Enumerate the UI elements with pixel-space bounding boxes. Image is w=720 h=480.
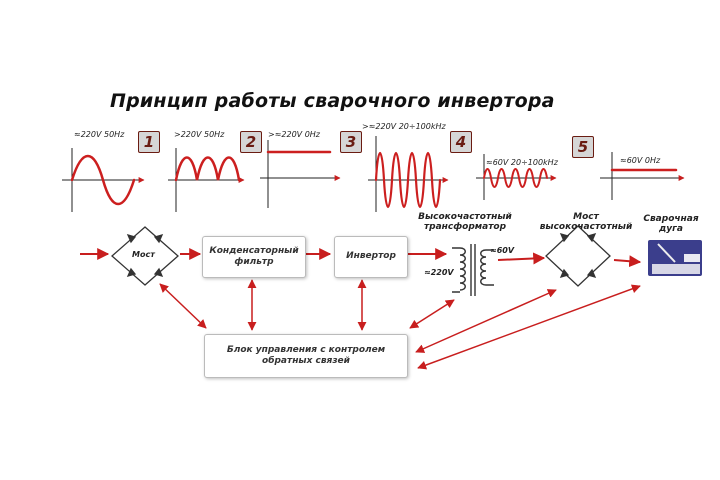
transformer-label: Высокочастотный трансформатор <box>418 212 512 233</box>
bridge-1-symbol <box>111 226 179 286</box>
transformer-output-voltage: ≈60V <box>490 246 515 255</box>
bridge-2-symbol <box>545 225 611 287</box>
transformer-input-voltage: ≈220V <box>424 268 454 277</box>
wave-1-sine <box>70 155 136 205</box>
wave-2-rectified <box>174 156 241 182</box>
stage-2-badge: 2 <box>240 131 262 153</box>
arrow-transformer-to-bridge <box>497 252 546 265</box>
stage-1-badge: 1 <box>138 131 160 153</box>
stage-3-badge: 3 <box>340 131 362 153</box>
stage-1-signal: ≈220V 50Hz <box>74 130 125 139</box>
wave-4b-hf-low <box>483 168 548 188</box>
stage-5-badge: 5 <box>572 136 594 158</box>
welding-arc-picture <box>648 240 702 276</box>
stage-4b-signal: ≈60V 20÷100kHz <box>486 158 558 167</box>
stage-4-signal: >≈220V 20÷100kHz <box>362 122 446 131</box>
bridge-2-label: Мост высокочастотный <box>539 212 633 233</box>
inverter-block: Инвертор <box>334 236 408 278</box>
link-transformer-control <box>409 299 455 329</box>
control-unit-block: Блок управления с контролем обратных свя… <box>204 334 408 378</box>
welding-arc-label: Сварочная дуга <box>643 214 699 235</box>
stage-2-signal: >220V 50Hz <box>174 130 225 139</box>
wave-4-hf-high <box>374 152 442 208</box>
link-bridge-control <box>159 283 207 329</box>
stage-5-signal: ≈60V 0Hz <box>620 156 661 165</box>
transformer-symbol <box>452 244 494 296</box>
stage-4-badge: 4 <box>450 131 472 153</box>
bridge-1-label: Мост <box>132 250 155 259</box>
arrow-bridge-to-arc <box>613 255 642 268</box>
diagram-title: Принцип работы сварочного инвертора <box>110 90 555 112</box>
stage-3-signal: >≈220V 0Hz <box>268 130 320 139</box>
capacitor-filter-block: Конденсаторный фильтр <box>202 236 306 278</box>
link-arc-control <box>417 284 641 370</box>
